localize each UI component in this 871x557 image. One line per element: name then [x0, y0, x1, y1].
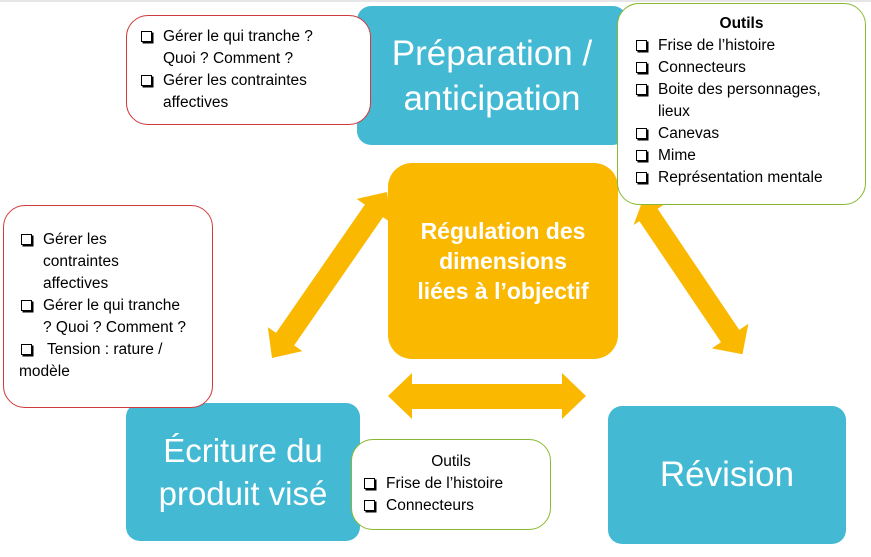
- list-item: Représentation mentale: [634, 167, 865, 189]
- checkbox-icon: [364, 478, 375, 489]
- item-text: affectives: [43, 275, 109, 292]
- tools-title: Outils: [431, 453, 471, 470]
- phase-revision: Révision: [608, 406, 846, 544]
- checkbox-icon: [636, 128, 647, 139]
- item-text: Mime: [658, 147, 696, 164]
- phase-revision-label: Révision: [659, 455, 795, 494]
- phase-preparation: Préparation / anticipation: [357, 6, 627, 145]
- double-arrow-icon: [267, 191, 392, 359]
- constraints-list: Gérer le qui tranche ? Quoi ? Comment ? …: [139, 26, 370, 114]
- checkbox-icon: [636, 40, 647, 51]
- center-regulation: Régulation des dimensions liées à l’obje…: [388, 163, 618, 359]
- checkbox-icon: [21, 300, 32, 311]
- tools-note-top: Outils Frise de l’histoire Connecteurs B…: [617, 3, 866, 205]
- constraints-note-left: Gérer les contraintes affectives Gérer l…: [3, 205, 213, 408]
- constraints-note-top: Gérer le qui tranche ? Quoi ? Comment ? …: [126, 15, 371, 125]
- list-item: Canevas: [634, 123, 865, 145]
- checkbox-icon: [636, 172, 647, 183]
- list-item: Frise de l’histoire: [634, 35, 865, 57]
- item-text: Tension : rature /: [43, 341, 163, 358]
- item-text: Connecteurs: [386, 497, 474, 514]
- list-item: Gérer les contraintes affectives: [19, 229, 212, 295]
- checkbox-icon: [364, 500, 375, 511]
- center-line1: Régulation des: [420, 218, 586, 244]
- tools-list: Frise de l’histoire Connecteurs: [362, 473, 550, 517]
- phase-preparation-line1: Préparation /: [391, 33, 593, 73]
- list-item: Connecteurs: [362, 495, 550, 517]
- item-text: Canevas: [658, 125, 720, 142]
- list-item: Connecteurs: [634, 57, 865, 79]
- checkbox-icon: [141, 31, 152, 42]
- checkbox-icon: [636, 84, 647, 95]
- checkbox-icon: [21, 234, 32, 245]
- item-text: Frise de l’histoire: [658, 37, 776, 54]
- item-text: Boite des personnages,: [658, 81, 821, 98]
- top-border: [0, 0, 871, 2]
- list-item: Gérer les contraintes affectives: [139, 70, 370, 114]
- list-item: Boite des personnages, lieux: [634, 79, 865, 123]
- arrow-icon: [633, 204, 749, 355]
- item-text: Représentation mentale: [658, 169, 823, 186]
- tools-note-bottom: Outils Frise de l’histoire Connecteurs: [351, 439, 551, 530]
- item-text: contraintes: [43, 253, 119, 270]
- phase-ecriture-line2: produit visé: [158, 475, 328, 512]
- item-text: Gérer les: [43, 231, 107, 248]
- checkbox-icon: [21, 344, 32, 355]
- phase-ecriture-line1: Écriture du: [163, 432, 323, 469]
- item-text: lieux: [658, 103, 690, 120]
- item-text: Quoi ? Comment ?: [163, 50, 294, 67]
- checkbox-icon: [636, 150, 647, 161]
- tools-title: Outils: [719, 15, 764, 32]
- item-text: modèle: [19, 363, 70, 380]
- checkbox-icon: [141, 75, 152, 86]
- item-text: Gérer le qui tranche: [43, 297, 180, 314]
- item-text: Connecteurs: [658, 59, 746, 76]
- list-item: Mime: [634, 145, 865, 167]
- item-text: affectives: [163, 94, 229, 111]
- list-item: Gérer le qui tranche ? Quoi ? Comment ?: [139, 26, 370, 70]
- tools-list: Frise de l’histoire Connecteurs Boite de…: [634, 35, 865, 189]
- list-item: Tension : rature / modèle: [19, 339, 212, 383]
- item-text: Frise de l’histoire: [386, 475, 504, 492]
- center-line2: dimensions: [439, 248, 567, 274]
- list-item: Gérer le qui tranche ? Quoi ? Comment ?: [19, 295, 212, 339]
- center-line3: liées à l’objectif: [417, 278, 589, 304]
- item-text: Gérer le qui tranche ?: [163, 28, 313, 45]
- phase-ecriture: Écriture du produit visé: [126, 403, 360, 541]
- double-arrow-icon: [388, 373, 586, 419]
- list-item: Frise de l’histoire: [362, 473, 550, 495]
- checkbox-icon: [636, 62, 647, 73]
- phase-preparation-line2: anticipation: [403, 78, 581, 118]
- constraints-list: Gérer les contraintes affectives Gérer l…: [19, 229, 212, 383]
- item-text: ? Quoi ? Comment ?: [43, 319, 187, 336]
- item-text: Gérer les contraintes: [163, 72, 307, 89]
